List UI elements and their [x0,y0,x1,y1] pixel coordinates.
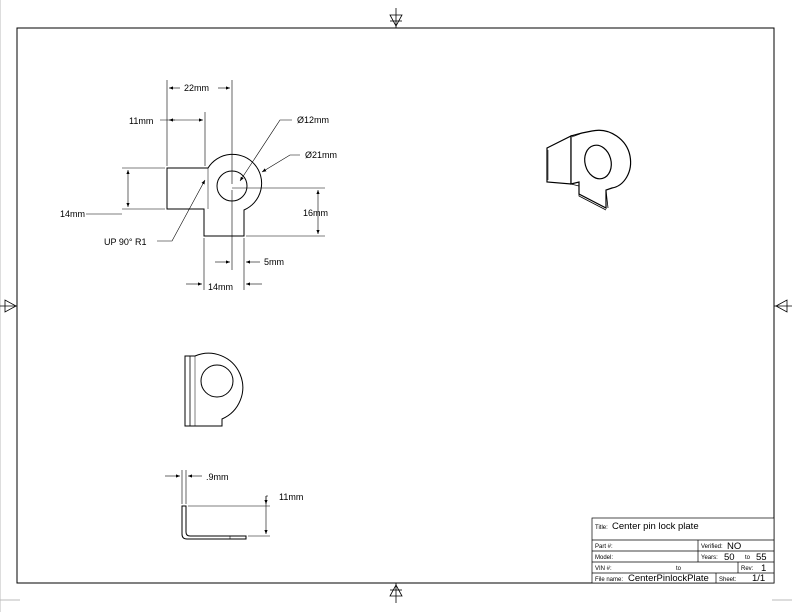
verified-label: Verified: [701,544,723,550]
top-view [184,352,244,427]
dim-outer-diameter-label: Ø21mm [305,150,337,160]
rev-value: 1 [761,563,766,574]
dimension-labels: 22mm 11mm 14mm UP 90° R1 Ø12mm Ø21mm 16m… [60,83,337,292]
centering-mark-bottom [389,583,403,603]
centering-mark-right [774,299,792,313]
side-view-dimensions [165,470,270,537]
part-number-label: Part #: [595,544,613,550]
side-view [181,505,247,540]
years-label: Years: [701,555,718,561]
sheet-value: 1/1 [752,573,765,584]
file-name-label: File name: [595,577,623,583]
dim-thickness-label: .9mm [206,472,229,482]
dimension-lines [86,80,325,290]
isometric-view [546,129,632,211]
dim-22mm-label: 22mm [184,83,209,93]
years-to-value: 55 [756,552,767,563]
sheet-label: Sheet: [719,577,737,583]
dim-16mm-label: 16mm [303,208,328,218]
vin-label: VIN #: [595,566,612,572]
model-label: Model: [595,555,613,561]
title-label: Title: [595,525,608,531]
years-to-label: to [745,555,751,561]
centering-mark-top [389,8,403,28]
dim-11mm-label: 11mm [129,116,153,126]
file-name-value: CenterPinlockPlate [628,573,709,584]
dim-flange-height-label: 11mm [279,492,303,502]
dim-hole-diameter-label: Ø12mm [297,115,329,125]
vin-to-label: to [676,566,682,572]
bend-note-label: UP 90° R1 [104,237,146,247]
centering-mark-left [0,299,17,313]
rev-label: Rev: [741,566,754,572]
dim-14mm-tab-label: 14mm [60,209,85,219]
dim-5mm-label: 5mm [264,257,284,267]
title-block: Title: Center pin lock plate Part #: Ver… [591,517,775,584]
dim-14mm-bottom-label: 14mm [208,282,233,292]
years-from-value: 50 [724,552,735,563]
title-value: Center pin lock plate [612,521,699,532]
verified-value: NO [727,541,741,552]
